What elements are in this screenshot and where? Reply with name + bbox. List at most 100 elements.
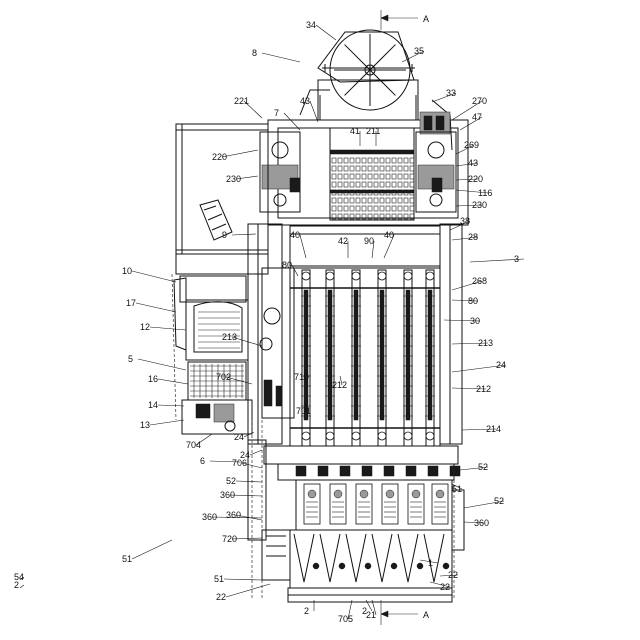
reference-numeral: 90	[364, 236, 374, 258]
numeral-text: 80	[282, 260, 292, 270]
reference-numeral: 34	[306, 20, 336, 40]
threshing-chamber	[330, 128, 414, 220]
numeral-text: 702	[216, 372, 231, 382]
numeral-text: 22	[440, 582, 450, 592]
reference-numeral: 33	[432, 88, 456, 102]
leader-line	[138, 359, 186, 370]
numeral-text: 701	[296, 406, 311, 416]
reference-numeral: 705	[338, 600, 353, 624]
numeral-text: 17	[126, 298, 136, 308]
numeral-text: 22	[448, 570, 458, 580]
numeral-text: 42	[338, 236, 348, 246]
leader-line	[226, 584, 270, 597]
numeral-text: 7	[274, 108, 279, 118]
numeral-text: 80	[468, 296, 478, 306]
reference-numeral: 230	[456, 200, 487, 210]
numeral-text: 2	[304, 606, 309, 616]
numeral-text: 14	[148, 400, 158, 410]
numeral-text: 6	[200, 456, 205, 466]
numeral-text: 9	[222, 230, 227, 240]
leader-line	[300, 235, 306, 258]
numeral-text: 24	[234, 432, 244, 442]
reference-numeral: 41	[350, 126, 360, 146]
numeral-text: 269	[464, 140, 479, 150]
reference-numeral: 360	[220, 490, 262, 500]
numeral-text: 212	[332, 380, 347, 390]
reference-numeral: 720	[222, 534, 262, 544]
numeral-text: 52	[226, 476, 236, 486]
leader-line	[224, 579, 262, 580]
discharge-fan	[318, 30, 415, 110]
leader-line	[132, 540, 172, 559]
numeral-text: 30	[470, 316, 480, 326]
numeral-text: 720	[222, 534, 237, 544]
numeral-text: 212	[476, 384, 491, 394]
reference-numeral: 116	[456, 188, 492, 198]
numeral-text: 40	[290, 230, 300, 240]
reference-numeral: 52	[460, 462, 488, 472]
section-line-bottom: A	[381, 600, 429, 625]
left-mechanism	[260, 132, 300, 212]
reference-numeral: 42	[338, 236, 348, 258]
reference-numeral: 704	[186, 434, 212, 450]
reference-numeral: 10	[122, 266, 176, 282]
numeral-text: 220	[468, 174, 483, 184]
numeral-text: 360	[220, 490, 235, 500]
left-track	[248, 420, 290, 600]
numeral-text: 220	[212, 152, 227, 162]
reference-numeral: 13	[140, 420, 184, 430]
reference-numeral: 702	[216, 372, 252, 384]
leader-line	[158, 405, 184, 406]
numeral-text: 1	[428, 558, 433, 568]
numeral-text: 8	[252, 48, 257, 58]
reference-numeral: 221	[234, 96, 262, 118]
section-mark-top: A	[423, 14, 429, 24]
numeral-text: 41	[350, 126, 360, 136]
numeral-text: 10	[122, 266, 132, 276]
leader-line	[236, 481, 262, 482]
reference-numeral: 51	[452, 484, 462, 494]
header-section	[288, 470, 464, 602]
numeral-text: 360	[474, 518, 489, 528]
reference-numeral: 220	[456, 174, 483, 184]
reference-numeral: 230	[226, 174, 258, 184]
reference-numeral: 3	[470, 254, 524, 264]
numeral-text: 28	[468, 232, 478, 242]
numeral-text: 90	[364, 236, 374, 246]
numeral-text: 221	[234, 96, 249, 106]
numeral-text: 2	[14, 580, 19, 590]
numeral-text: 268	[472, 276, 487, 286]
numeral-text: 51	[122, 554, 132, 564]
numeral-text: 230	[472, 200, 487, 210]
reference-numeral: 5	[128, 354, 186, 370]
reference-numeral: 22	[440, 570, 458, 580]
numeral-text: 52	[478, 462, 488, 472]
numeral-text: 47	[472, 112, 482, 122]
leader-line	[310, 101, 318, 122]
reference-numeral: 9	[222, 230, 256, 240]
reference-numeral: 214	[462, 424, 501, 434]
reference-numeral: 40	[384, 230, 394, 258]
numeral-text: 710	[294, 372, 309, 382]
reference-numeral: 24	[452, 360, 506, 372]
right-mechanism	[416, 132, 456, 212]
conveyor-section	[290, 226, 440, 446]
leader-line	[316, 25, 336, 40]
reference-numeral: 51	[214, 574, 262, 584]
numeral-text: 12	[140, 322, 150, 332]
reference-numeral: 706	[232, 458, 262, 468]
reference-numeral: 52	[464, 496, 504, 508]
numeral-text: 24	[496, 360, 506, 370]
reference-numeral: 212	[452, 384, 491, 394]
numeral-text: 13	[140, 420, 150, 430]
reference-numeral: 710	[294, 370, 309, 382]
reference-numeral: 213	[452, 338, 493, 348]
numeral-text: 34	[306, 20, 316, 30]
reference-numeral: 360	[226, 510, 262, 520]
reference-numeral: 52	[226, 476, 262, 486]
reference-numeral: 211	[366, 126, 380, 146]
numeral-text: 704	[186, 440, 201, 450]
numeral-text: 38	[460, 216, 470, 226]
reference-numeral: 220	[212, 150, 258, 162]
